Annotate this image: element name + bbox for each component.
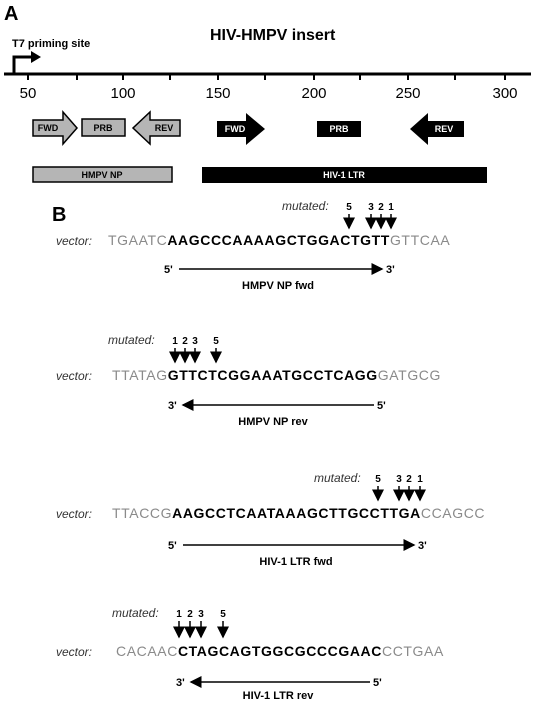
sequence-vector-left: CACAAC: [116, 643, 178, 659]
hiv-ltr-region: HIV-1 LTR: [202, 167, 487, 183]
tick-label-100: 100: [110, 85, 135, 102]
position-number: 1: [388, 202, 394, 213]
hmpv-fwd-arrow: FWD: [32, 110, 78, 146]
position-number: 5: [346, 202, 352, 213]
sequence: TGAATCAAGCCCAAAAGCTGGACTGTTGTTCAA: [108, 232, 450, 248]
vector-label: vector:: [56, 507, 92, 521]
position-number: 1: [176, 609, 182, 620]
tick-label-300: 300: [492, 85, 517, 102]
position-number: 1: [417, 474, 423, 485]
sequence-primer: GTTCTCGGAAATGCCTCAGG: [168, 367, 378, 383]
position-number: 3: [368, 202, 374, 213]
prime-right: 3': [418, 540, 427, 552]
hiv-rev-arrow: REV: [410, 113, 464, 145]
tick-label-150: 150: [205, 85, 230, 102]
panel-a-letter: A: [4, 3, 18, 25]
position-number: 2: [187, 609, 193, 620]
primer-name: HIV-1 LTR fwd: [259, 556, 332, 568]
hiv-ltr-label: HIV-1 LTR: [323, 170, 365, 180]
sequence-primer: CTAGCAGTGGCGCCCGAAC: [178, 643, 382, 659]
hmpv-rev-label: REV: [155, 123, 174, 133]
primer-block-hmpv-np-fwd: mutated: 5 3 2 1 vector: TGAATCAAGCCCAAA…: [56, 199, 450, 292]
hmpv-np-region: HMPV NP: [32, 166, 173, 183]
panel-b-letter: B: [52, 204, 66, 226]
tick-label-200: 200: [301, 85, 326, 102]
axis-ticks: [27, 74, 506, 80]
prime-left: 5': [164, 264, 173, 276]
primer-block-hiv-ltr-fwd: mutated: 5 3 2 1 vector: TTACCGAAGCCTCAA…: [56, 471, 485, 568]
primer-name: HMPV NP fwd: [242, 280, 314, 292]
primer-block-hiv-ltr-rev: mutated: 1 2 3 5 vector: CACAACCTAGCAGTG…: [56, 606, 444, 701]
sequence-vector-right: CCTGAA: [382, 643, 444, 659]
hiv-fwd-arrow: FWD: [217, 113, 265, 145]
sequence-vector-left: TTACCG: [112, 505, 172, 521]
sequence: CACAACCTAGCAGTGGCGCCCGAACCCTGAA: [116, 643, 444, 659]
position-number: 5: [220, 609, 226, 620]
sequence-primer: AAGCCCAAAAGCTGGACTGTT: [167, 232, 390, 248]
hiv-prb-label: PRB: [329, 124, 349, 134]
hiv-rev-label: REV: [435, 124, 454, 134]
primer-block-hmpv-np-rev: mutated: 1 2 3 5 vector: TTATAGGTTCTCGGA…: [56, 333, 441, 428]
hmpv-prb-box: PRB: [81, 118, 126, 137]
sequence-vector-right: GTTCAA: [390, 232, 450, 248]
prime-right: 3': [386, 264, 395, 276]
mutated-label: mutated:: [112, 606, 159, 620]
position-number: 1: [172, 336, 178, 347]
position-number: 2: [406, 474, 412, 485]
position-number: 3: [192, 336, 198, 347]
t7-label: T7 priming site: [12, 38, 90, 50]
tick-label-50: 50: [20, 85, 37, 102]
prime-right: 5': [377, 400, 386, 412]
position-number: 2: [378, 202, 384, 213]
hmpv-fwd-label: FWD: [38, 123, 59, 133]
sequence-vector-right: GATGCG: [378, 367, 441, 383]
position-number: 3: [198, 609, 204, 620]
prime-left: 3': [176, 677, 185, 689]
sequence-vector-left: TGAATC: [108, 232, 167, 248]
prime-left: 5': [168, 540, 177, 552]
mutated-label: mutated:: [282, 199, 329, 213]
tick-label-250: 250: [395, 85, 420, 102]
sequence: TTACCGAAGCCTCAATAAAGCTTGCCTTGACCAGCC: [112, 505, 485, 521]
position-number: 5: [375, 474, 381, 485]
prime-left: 3': [168, 400, 177, 412]
position-number: 2: [182, 336, 188, 347]
insert-title: HIV-HMPV insert: [210, 27, 336, 44]
sequence-vector-left: TTATAG: [112, 367, 168, 383]
hmpv-np-label: HMPV NP: [81, 170, 122, 180]
vector-label: vector:: [56, 369, 92, 383]
position-number: 5: [213, 336, 219, 347]
sequence-primer: AAGCCTCAATAAAGCTTGCCTTGA: [172, 505, 421, 521]
mutated-label: mutated:: [314, 471, 361, 485]
hmpv-prb-label: PRB: [93, 123, 113, 133]
hiv-prb-box: PRB: [317, 121, 361, 137]
t7-arrow: [12, 51, 41, 74]
mutated-label: mutated:: [108, 333, 155, 347]
hiv-fwd-label: FWD: [225, 124, 246, 134]
vector-label: vector:: [56, 234, 92, 248]
primer-name: HIV-1 LTR rev: [243, 690, 315, 701]
position-number: 3: [396, 474, 402, 485]
vector-label: vector:: [56, 645, 92, 659]
sequence-vector-right: CCAGCC: [421, 505, 485, 521]
hmpv-rev-arrow: REV: [131, 110, 181, 146]
sequence: TTATAGGTTCTCGGAAATGCCTCAGGGATGCG: [112, 367, 441, 383]
prime-right: 5': [373, 677, 382, 689]
primer-name: HMPV NP rev: [238, 416, 308, 428]
